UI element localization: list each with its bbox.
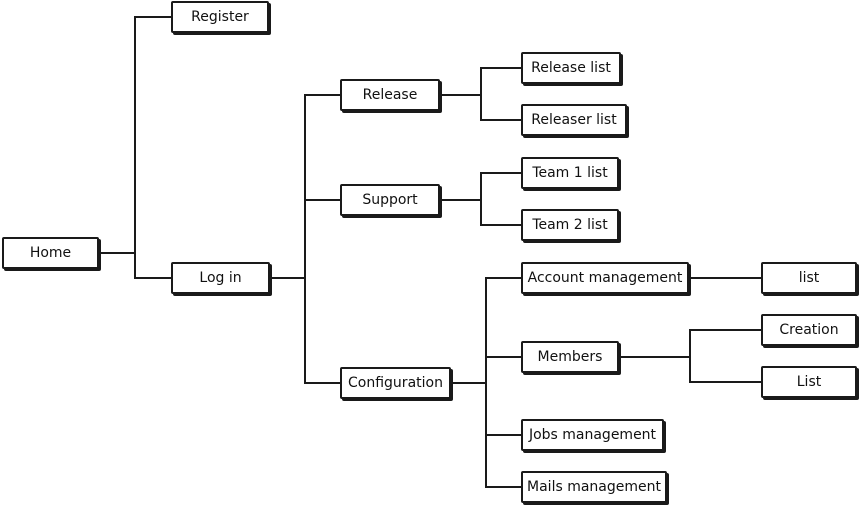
account-list-node[interactable]: list	[761, 262, 857, 294]
login-node[interactable]: Log in	[171, 262, 270, 294]
connector-release-releaser-list	[480, 94, 522, 121]
home-node[interactable]: Home	[2, 237, 99, 269]
connector-home-login	[134, 252, 172, 279]
releaser-list-node[interactable]: Releaser list	[521, 104, 627, 136]
connector-configuration-jobs-management	[485, 382, 522, 436]
connector-home-register	[98, 16, 172, 254]
connector-support-team2-list	[480, 199, 522, 226]
connector-members-list	[689, 356, 762, 383]
connector-support-team1-list	[439, 172, 522, 201]
release-list-node[interactable]: Release list	[521, 52, 621, 84]
connector-configuration-account-management	[450, 277, 522, 384]
team1-list-node[interactable]: Team 1 list	[521, 157, 619, 189]
support-node[interactable]: Support	[340, 184, 440, 216]
configuration-node[interactable]: Configuration	[340, 367, 451, 399]
connector-members-creation	[618, 329, 762, 358]
connector-login-release	[269, 94, 341, 279]
members-node[interactable]: Members	[521, 341, 619, 373]
jobs-management-node[interactable]: Jobs management	[521, 419, 664, 451]
account-management-node[interactable]: Account management	[521, 262, 689, 294]
connector-login-configuration	[304, 277, 341, 384]
team2-list-node[interactable]: Team 2 list	[521, 209, 619, 241]
members-creation-node[interactable]: Creation	[761, 314, 857, 346]
connector-configuration-mails-management	[485, 434, 522, 488]
mails-management-node[interactable]: Mails management	[521, 471, 667, 503]
connector-release-release-list	[439, 67, 522, 96]
register-node[interactable]: Register	[171, 1, 269, 33]
members-list-node[interactable]: List	[761, 366, 857, 398]
release-node[interactable]: Release	[340, 79, 440, 111]
